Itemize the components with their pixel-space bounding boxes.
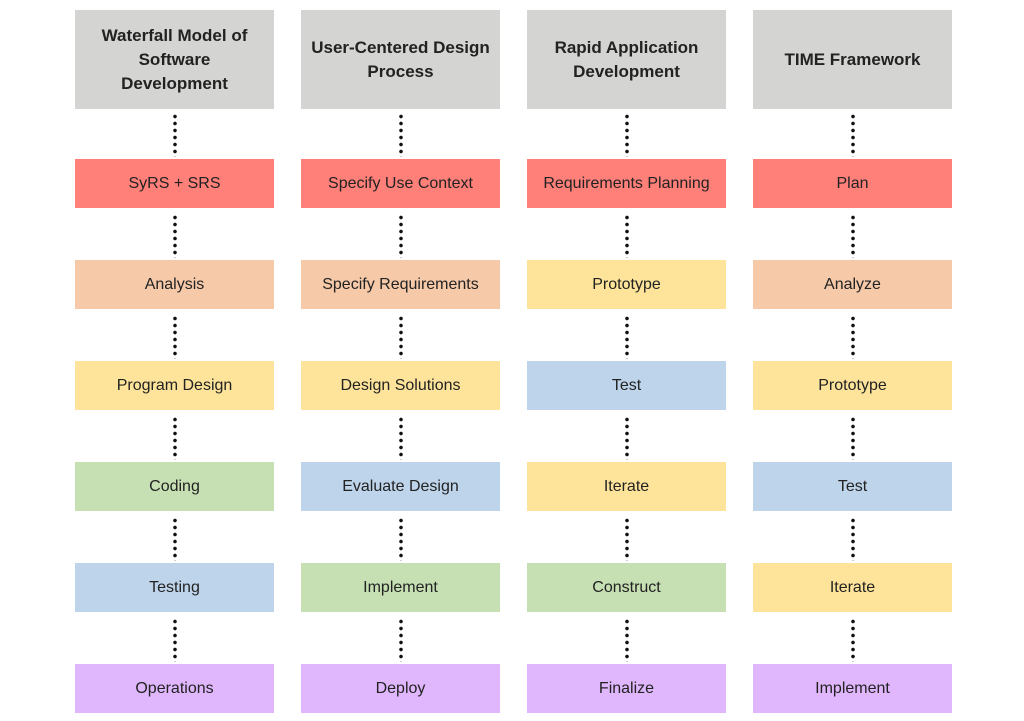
step-box: Specify Use Context (301, 159, 500, 208)
step-box: Iterate (753, 563, 952, 612)
step-box: Deploy (301, 664, 500, 713)
step-box: Prototype (753, 361, 952, 410)
dotted-connector (851, 314, 855, 359)
step-box: Operations (75, 664, 274, 713)
dotted-connector (399, 617, 403, 662)
step-box: Coding (75, 462, 274, 511)
column-header: Rapid Application Development (527, 10, 726, 109)
step-box: Requirements Planning (527, 159, 726, 208)
dotted-connector (399, 516, 403, 561)
dotted-connector (625, 516, 629, 561)
dotted-connector (851, 415, 855, 460)
step-box: Evaluate Design (301, 462, 500, 511)
dotted-connector (851, 213, 855, 258)
dotted-connector (399, 415, 403, 460)
dotted-connector (173, 112, 177, 157)
dotted-connector (399, 213, 403, 258)
step-box: Construct (527, 563, 726, 612)
dotted-connector (173, 516, 177, 561)
dotted-connector (625, 415, 629, 460)
step-box: Specify Requirements (301, 260, 500, 309)
column-header: TIME Framework (753, 10, 952, 109)
dotted-connector (173, 314, 177, 359)
step-box: Implement (301, 563, 500, 612)
step-box: Analyze (753, 260, 952, 309)
step-box: Test (527, 361, 726, 410)
step-box: Plan (753, 159, 952, 208)
step-box: Design Solutions (301, 361, 500, 410)
dotted-connector (625, 314, 629, 359)
dotted-connector (851, 516, 855, 561)
step-box: Program Design (75, 361, 274, 410)
dotted-connector (625, 112, 629, 157)
column-header: Waterfall Model of Software Development (75, 10, 274, 109)
dotted-connector (173, 213, 177, 258)
dotted-connector (173, 415, 177, 460)
step-box: Test (753, 462, 952, 511)
step-box: Testing (75, 563, 274, 612)
step-box: SyRS + SRS (75, 159, 274, 208)
column-header: User-Centered Design Process (301, 10, 500, 109)
dotted-connector (851, 112, 855, 157)
dotted-connector (625, 617, 629, 662)
dotted-connector (399, 112, 403, 157)
dotted-connector (173, 617, 177, 662)
step-box: Prototype (527, 260, 726, 309)
step-box: Analysis (75, 260, 274, 309)
step-box: Iterate (527, 462, 726, 511)
step-box: Finalize (527, 664, 726, 713)
step-box: Implement (753, 664, 952, 713)
dotted-connector (851, 617, 855, 662)
dotted-connector (625, 213, 629, 258)
dotted-connector (399, 314, 403, 359)
